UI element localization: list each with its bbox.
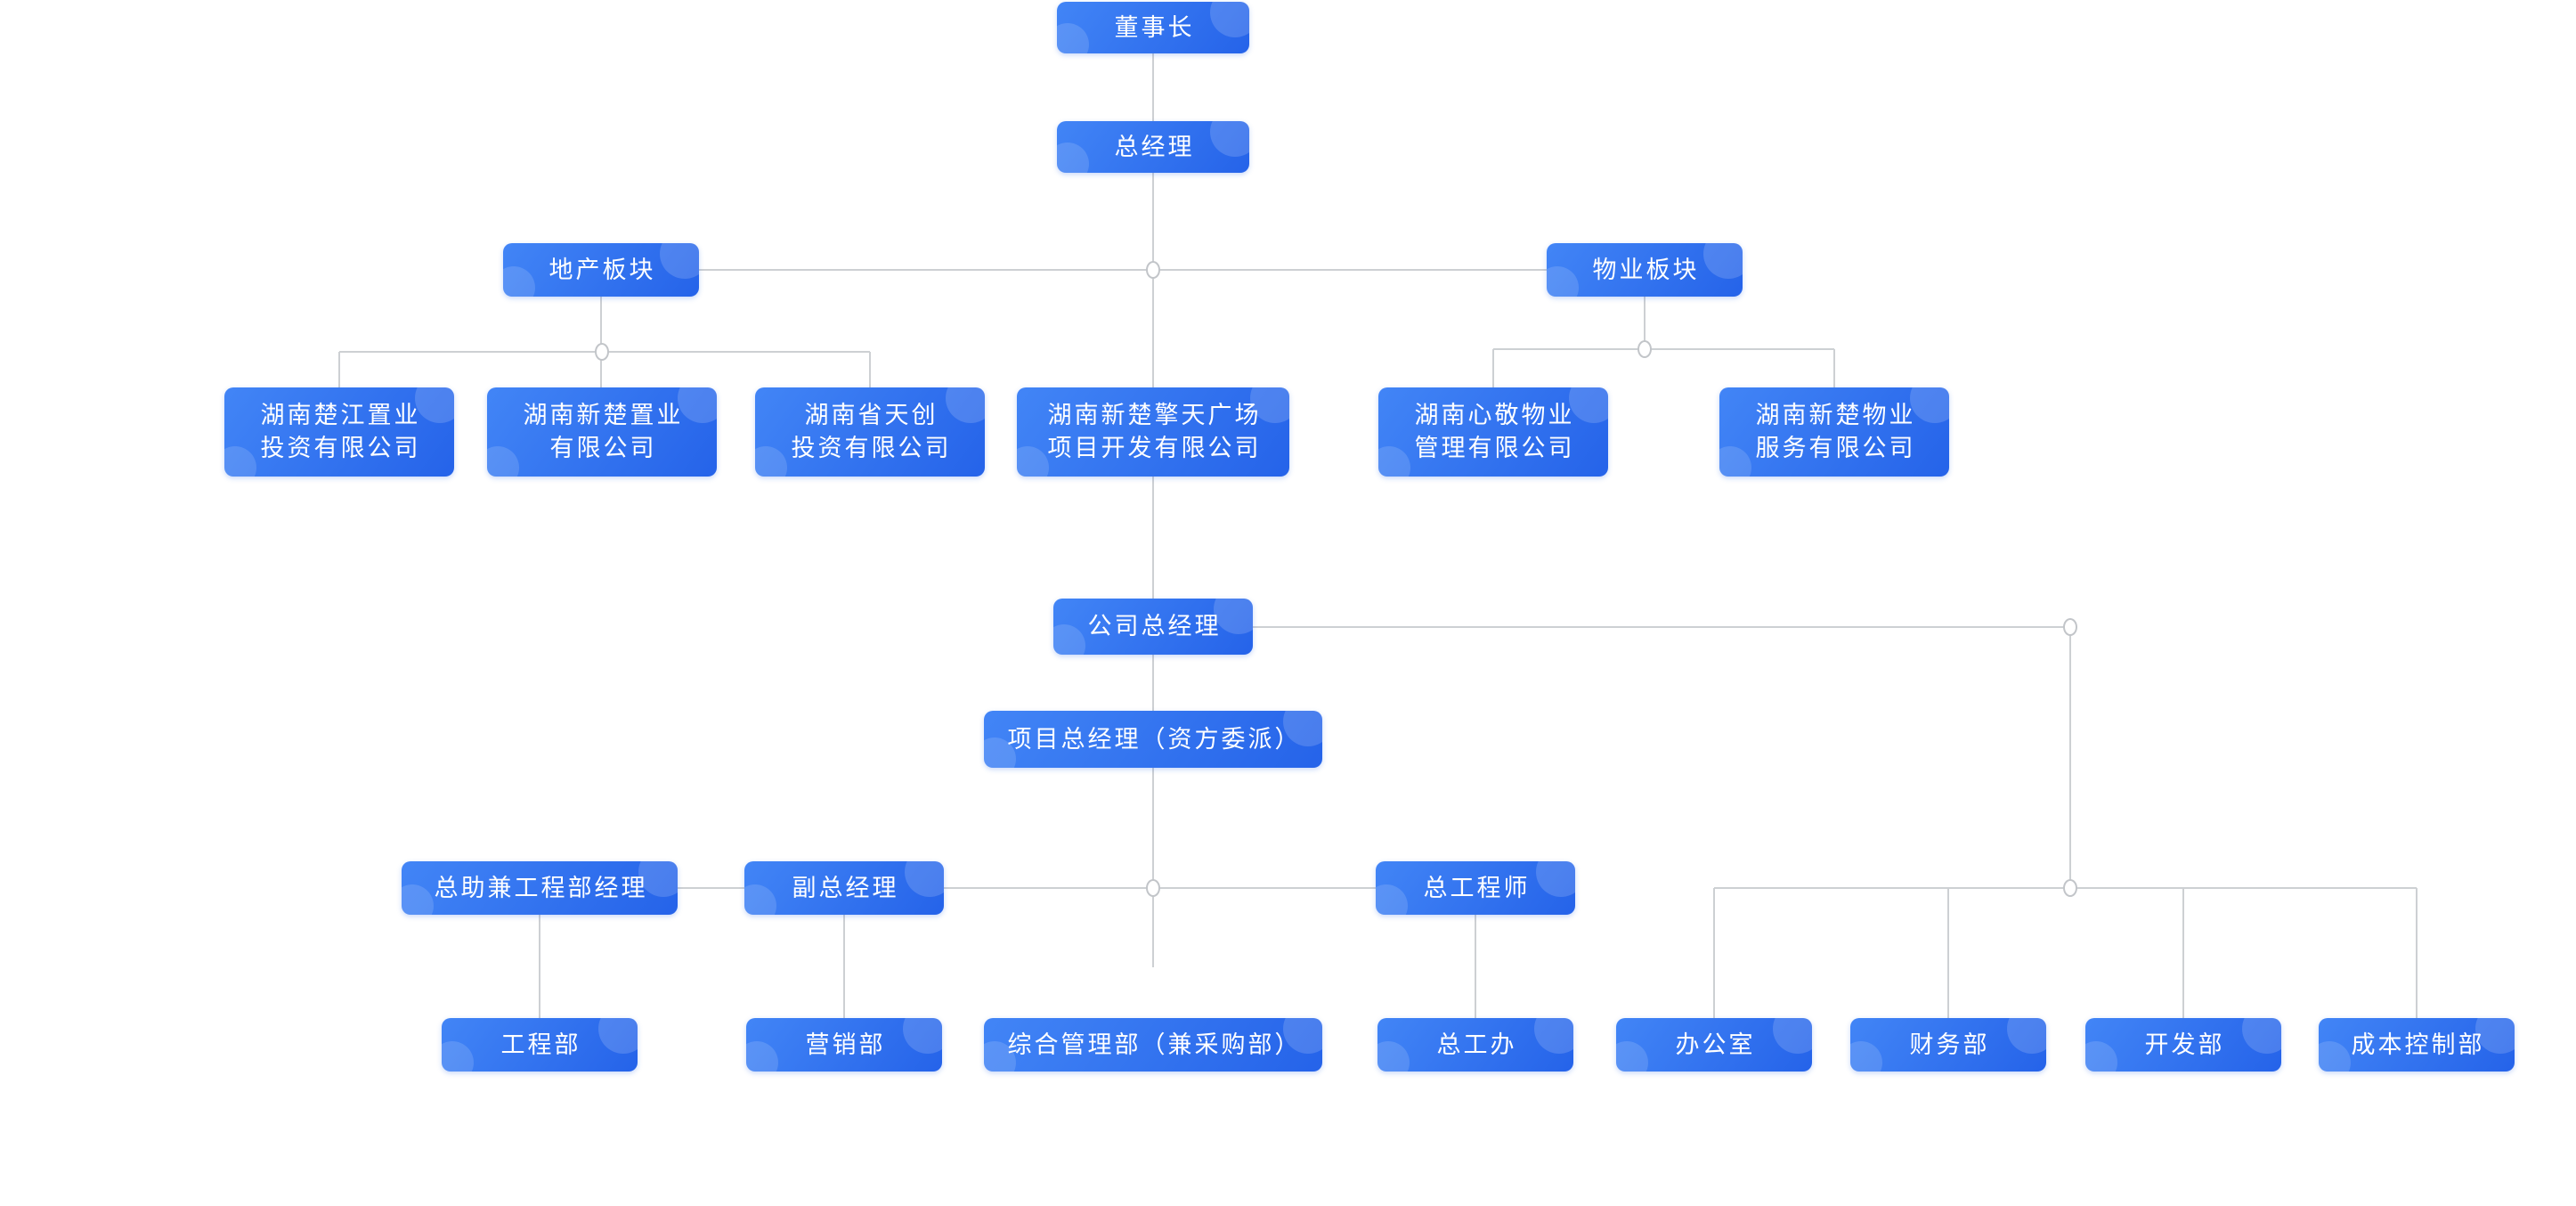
- node-engineering-dept[interactable]: 工程部: [442, 1018, 638, 1072]
- node-label-line1: 湖南心敬物业: [1414, 402, 1575, 428]
- node-chairman[interactable]: 董事长: [1057, 2, 1249, 53]
- node-label-line1: 湖南楚江置业: [260, 402, 421, 428]
- node-label: 董事长: [1114, 13, 1195, 41]
- connector-drop-tianchuang: [869, 352, 871, 387]
- node-label-line2: 项目开发有限公司: [1047, 435, 1262, 461]
- node-general-manager[interactable]: 总经理: [1057, 121, 1249, 173]
- node-company-xinjing-property[interactable]: 湖南心敬物业 管理有限公司: [1378, 387, 1608, 477]
- connector-drop-costcontrol: [2416, 888, 2418, 1018]
- connector-drop-office: [1713, 888, 1715, 1018]
- node-company-xinchu-property[interactable]: 湖南新楚物业 服务有限公司: [1719, 387, 1949, 477]
- node-label-line2: 投资有限公司: [791, 435, 952, 461]
- collapse-toggle-property[interactable]: [1637, 340, 1652, 358]
- node-label-line2: 有限公司: [549, 435, 657, 461]
- node-label: 综合管理部（兼采购部）: [1007, 1031, 1302, 1058]
- connector-property-down: [1644, 297, 1646, 349]
- connector-companygm-projectgm: [1152, 655, 1154, 711]
- node-property-section[interactable]: 物业板块: [1547, 243, 1743, 297]
- connector-projectgm-down: [1152, 768, 1154, 967]
- node-real-estate-section[interactable]: 地产板块: [503, 243, 699, 297]
- node-development-dept[interactable]: 开发部: [2085, 1018, 2281, 1072]
- collapse-toggle-right-group[interactable]: [2063, 879, 2077, 897]
- node-label: 营销部: [805, 1031, 886, 1058]
- connector-drop-marketing: [843, 915, 845, 1018]
- collapse-toggle-realestate[interactable]: [595, 343, 609, 361]
- connector-drop-engineering: [539, 915, 540, 1018]
- node-finance-dept[interactable]: 财务部: [1850, 1018, 2046, 1072]
- node-label-line1: 湖南新楚置业: [523, 402, 684, 428]
- connector-drop-xinjing: [1492, 349, 1494, 387]
- connector-drop-finance: [1947, 888, 1949, 1018]
- connector-chairman-gm: [1152, 53, 1154, 121]
- connector-drop-development: [2182, 888, 2184, 1018]
- node-label-line2: 服务有限公司: [1755, 435, 1916, 461]
- node-label: 总助兼工程部经理: [434, 874, 648, 901]
- node-company-xinchu-realty[interactable]: 湖南新楚置业 有限公司: [487, 387, 717, 477]
- node-assistant-chief[interactable]: 总助兼工程部经理: [402, 861, 678, 915]
- node-label-line2: 管理有限公司: [1414, 435, 1575, 461]
- node-label: 地产板块: [549, 256, 656, 283]
- node-company-qingtian-plaza[interactable]: 湖南新楚擎天广场 项目开发有限公司: [1017, 387, 1289, 477]
- node-label: 成本控制部: [2351, 1031, 2485, 1058]
- node-chief-engineer-office[interactable]: 总工办: [1377, 1018, 1573, 1072]
- node-label: 财务部: [1909, 1031, 1990, 1058]
- node-label: 总工办: [1436, 1031, 1517, 1058]
- collapse-toggle-right-corner[interactable]: [2063, 618, 2077, 636]
- node-label: 项目总经理（资方委派）: [1007, 725, 1302, 753]
- node-deputy-general-manager[interactable]: 副总经理: [744, 861, 944, 915]
- collapse-toggle-row5[interactable]: [1146, 879, 1160, 897]
- node-label: 开发部: [2144, 1031, 2225, 1058]
- connector-qingtian-companygm: [1152, 477, 1154, 599]
- node-general-admin-dept[interactable]: 综合管理部（兼采购部）: [984, 1018, 1322, 1072]
- node-label: 公司总经理: [1087, 613, 1222, 640]
- node-label: 办公室: [1675, 1031, 1756, 1058]
- node-company-tianchuang[interactable]: 湖南省天创 投资有限公司: [755, 387, 985, 477]
- node-label: 副总经理: [792, 874, 899, 901]
- collapse-toggle-sections[interactable]: [1146, 261, 1160, 279]
- node-label: 总工程师: [1423, 874, 1531, 901]
- node-label-line2: 投资有限公司: [260, 435, 421, 461]
- node-marketing-dept[interactable]: 营销部: [746, 1018, 942, 1072]
- node-cost-control-dept[interactable]: 成本控制部: [2319, 1018, 2515, 1072]
- node-chief-engineer[interactable]: 总工程师: [1376, 861, 1575, 915]
- connector-sections-horizontal: [699, 269, 1547, 271]
- node-label: 物业板块: [1592, 256, 1700, 283]
- connector-assistant-deputy: [678, 887, 744, 889]
- node-label: 总经理: [1114, 133, 1195, 160]
- connector-drop-chief-office: [1475, 915, 1476, 1018]
- connector-drop-chujiang: [338, 352, 340, 387]
- connector-gm-down: [1152, 173, 1154, 387]
- connector-companygm-right: [1253, 626, 2070, 628]
- connector-drop-xinchu-property: [1833, 349, 1835, 387]
- node-label: 工程部: [500, 1031, 581, 1058]
- node-label-line1: 湖南新楚擎天广场: [1047, 402, 1262, 428]
- node-project-general-manager[interactable]: 项目总经理（资方委派）: [984, 711, 1322, 768]
- connector-right-branch-vertical: [2069, 627, 2071, 888]
- connector-property-children: [1493, 348, 1834, 350]
- node-company-chujiang[interactable]: 湖南楚江置业 投资有限公司: [224, 387, 454, 477]
- connector-realestate-down: [600, 297, 602, 387]
- node-company-general-manager[interactable]: 公司总经理: [1053, 599, 1253, 655]
- node-label-line1: 湖南省天创: [804, 402, 939, 428]
- node-label-line1: 湖南新楚物业: [1755, 402, 1916, 428]
- node-office[interactable]: 办公室: [1616, 1018, 1812, 1072]
